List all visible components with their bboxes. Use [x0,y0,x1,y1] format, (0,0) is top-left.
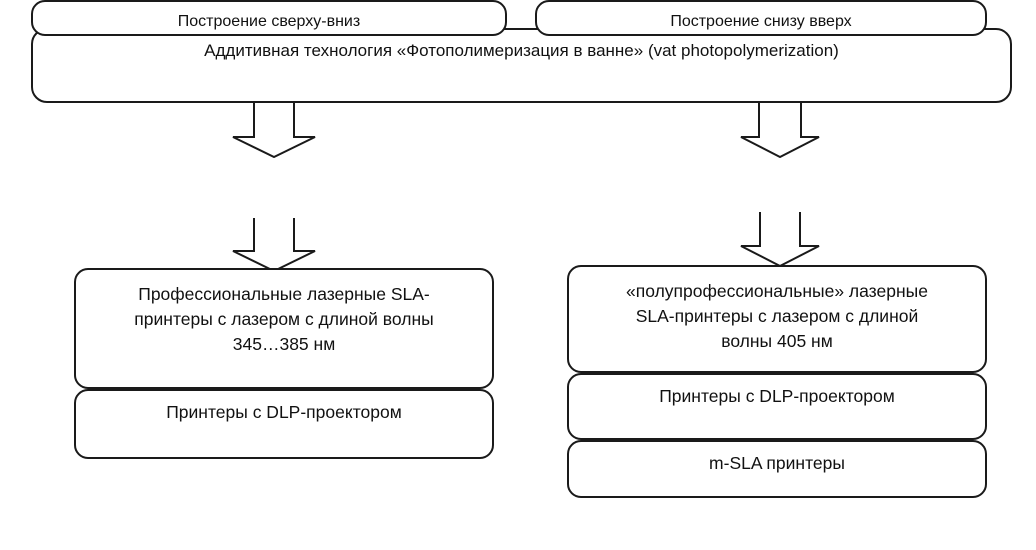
arrow-top-down-to-sla [232,218,316,272]
node-professional-sla-printers: Профессиональные лазерные SLA- принтеры … [74,268,494,389]
node-label: Принтеры с DLP-проектором [659,386,895,406]
node-label: Построение сверху-вниз [177,13,361,30]
node-build-top-down: Построение сверху-вниз [31,0,507,36]
node-semiprofessional-sla-printers: «полупрофессиональные» лазерные SLA-прин… [567,265,987,373]
node-label: «полупрофессиональные» лазерные SLA-прин… [626,281,928,351]
arrow-bottom-up-to-sla [740,212,820,267]
arrow-root-to-top-down [232,103,316,158]
node-label: Принтеры с DLP-проектором [166,402,402,422]
node-label: Аддитивная технология «Фотополимеризация… [204,41,839,60]
node-label: m-SLA принтеры [709,453,845,473]
arrow-root-to-bottom-up [740,103,820,158]
node-build-bottom-up: Построение снизу вверх [535,0,987,36]
node-msla-printers: m-SLA принтеры [567,440,987,498]
node-vat-photopolymerization: Аддитивная технология «Фотополимеризация… [31,28,1012,103]
node-label: Профессиональные лазерные SLA- принтеры … [134,284,434,354]
node-left-dlp-projector-printers: Принтеры с DLP-проектором [74,389,494,459]
node-label: Построение снизу вверх [670,13,852,30]
node-right-dlp-projector-printers: Принтеры с DLP-проектором [567,373,987,440]
